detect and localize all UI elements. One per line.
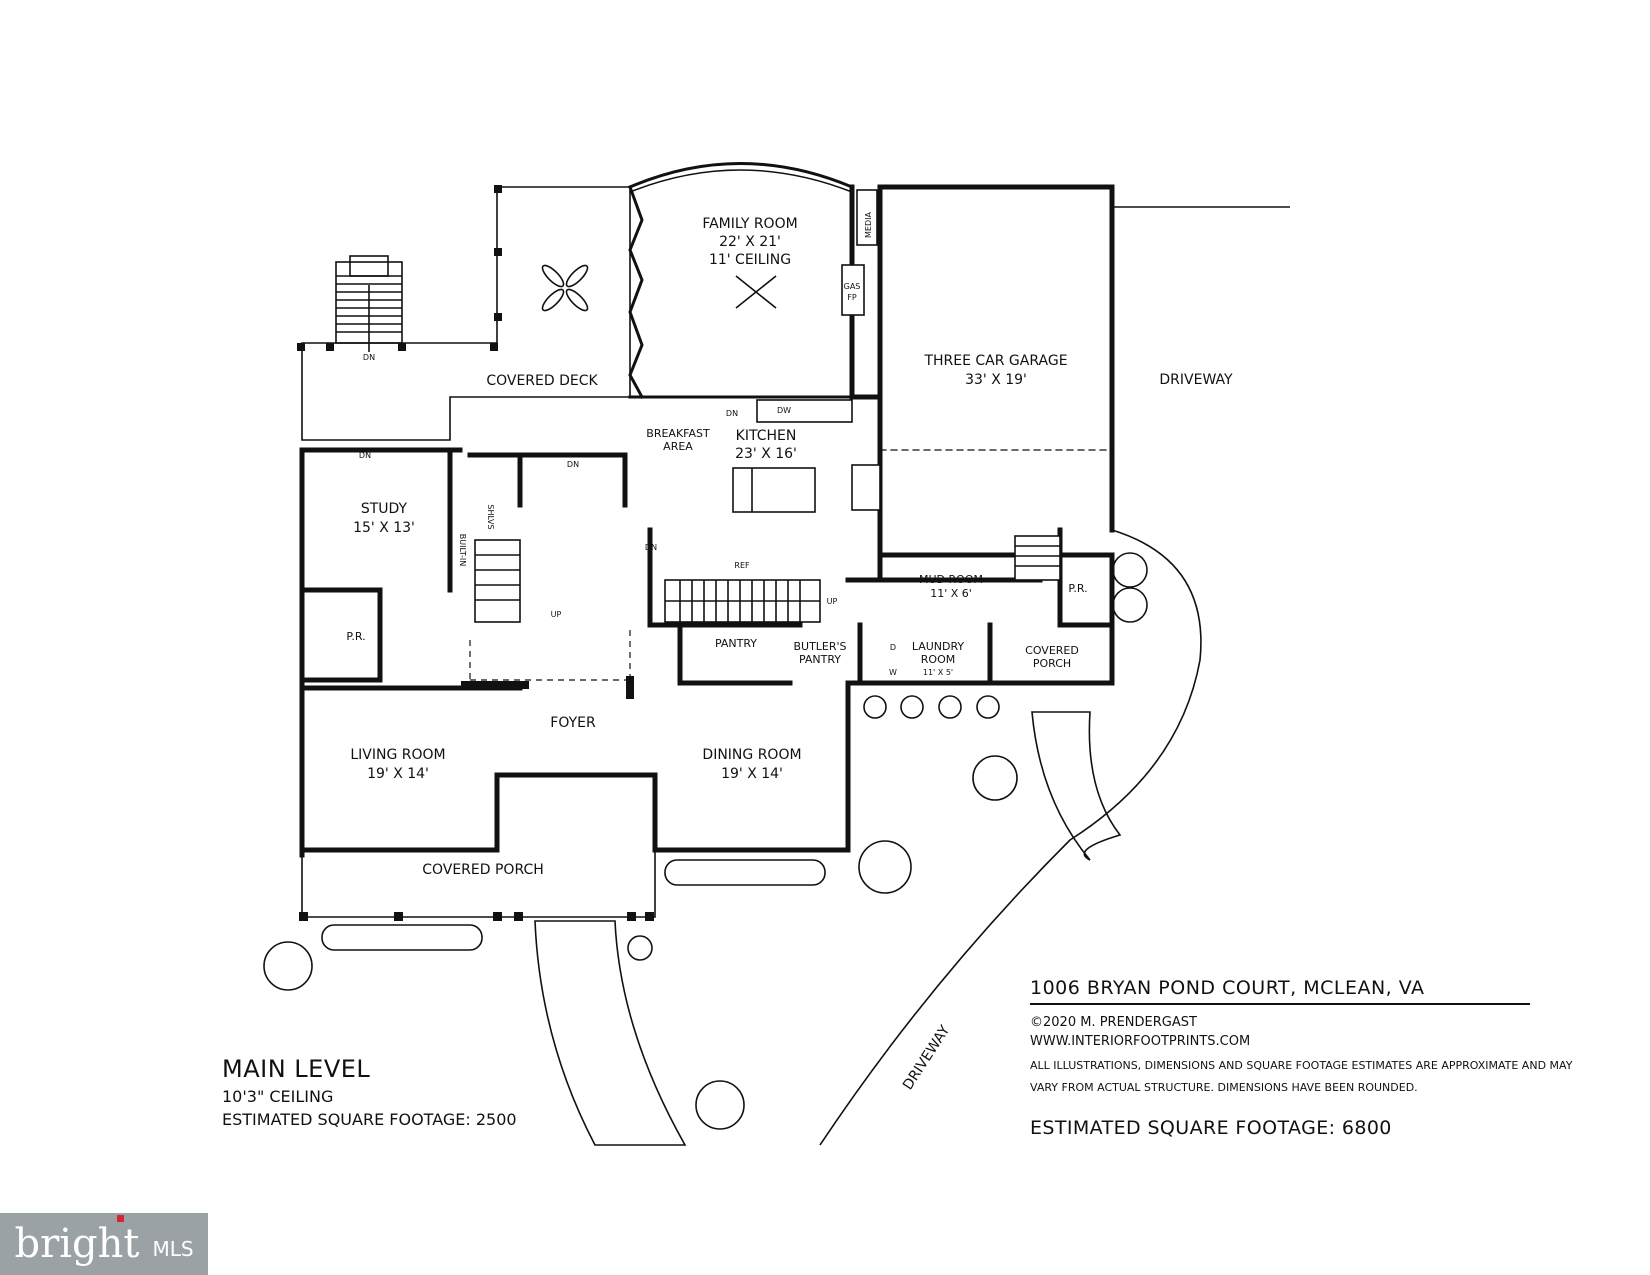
front-porch-label: COVERED PORCH [422, 862, 544, 878]
living-room-label: LIVING ROOM [350, 747, 445, 763]
property-info: 1006 BRYAN POND COURT, MCLEAN, VA ©2020 … [1030, 977, 1572, 1139]
built-in-label: BUILT-IN [458, 534, 467, 566]
laundry-room-label: LAUNDRY [912, 640, 965, 653]
washer-label: W [889, 668, 897, 677]
breakfast-area-label-2: AREA [663, 440, 693, 453]
pantry-label: PANTRY [715, 637, 757, 650]
butlers-pantry-label: BUTLER'S [793, 640, 846, 653]
butlers-pantry-label-2: PANTRY [799, 653, 841, 666]
stairs-up-label-left: UP [551, 610, 562, 619]
dishwasher-label: DW [777, 406, 791, 415]
family-room-size: 22' X 21' [719, 234, 781, 250]
gas-fp-label: GAS [844, 282, 861, 291]
total-sqft: ESTIMATED SQUARE FOOTAGE: 6800 [1030, 1117, 1392, 1139]
refrigerator-label: REF [734, 561, 750, 570]
logo-text: bright [14, 1221, 140, 1267]
stairs-down-label-study: DN [359, 451, 371, 460]
bright-mls-logo: bright MLS [0, 1213, 208, 1275]
living-room-size: 19' X 14' [367, 766, 429, 782]
disclaimer: ALL ILLUSTRATIONS, DIMENSIONS AND SQUARE… [1030, 1059, 1573, 1094]
property-address: 1006 BRYAN POND COURT, MCLEAN, VA [1030, 977, 1530, 1005]
dining-room-label: DINING ROOM [702, 747, 801, 763]
laundry-room-size: 11' X 5' [923, 668, 953, 677]
powder-room-right-label: P.R. [1068, 582, 1087, 595]
stairs-down-label-main: DN [645, 543, 657, 552]
logo-dot-icon [117, 1214, 125, 1222]
family-room-ceiling: 11' CEILING [709, 252, 791, 268]
garage-label: THREE CAR GARAGE [923, 353, 1067, 369]
gas-fp-label-2: FP [847, 293, 857, 302]
dryer-label: D [890, 643, 896, 652]
side-porch-label-2: PORCH [1033, 657, 1071, 670]
openings [469, 630, 631, 681]
shelves-label: SHLVS [486, 504, 495, 529]
covered-deck-area [297, 185, 631, 441]
shrubs [263, 552, 1148, 1130]
kitchen-label: KITCHEN [736, 428, 797, 444]
garage-size: 33' X 19' [965, 372, 1027, 388]
level-sqft: ESTIMATED SQUARE FOOTAGE: 2500 [222, 1110, 517, 1129]
fan-icon [735, 275, 777, 309]
level-ceiling: 10'3" CEILING [222, 1087, 334, 1106]
side-porch-label: COVERED [1025, 644, 1079, 657]
kitchen-fixtures [732, 189, 881, 513]
driveway-lines [819, 206, 1290, 1146]
stairs-down-label-hall: DN [567, 460, 579, 469]
driveway-label-bottom: DRIVEWAY [900, 1022, 954, 1092]
stairs-down-label-kitchen: DN [726, 409, 738, 418]
website: WWW.INTERIORFOOTPRINTS.COM [1030, 1034, 1251, 1049]
copyright: ©2020 M. PRENDERGAST [1030, 1015, 1197, 1030]
room-labels: FAMILY ROOM 22' X 21' 11' CEILING THREE … [346, 216, 1233, 1093]
fixture-labels: MEDIA GAS FP DW REF SHLVS BUILT-IN D W D… [359, 212, 897, 678]
front-walkway [534, 920, 687, 1146]
mud-room-size: 11' X 6' [930, 587, 972, 600]
stairs-down-label-deck: DN [363, 353, 375, 362]
kitchen-size: 23' X 16' [735, 446, 797, 462]
level-title: MAIN LEVEL [222, 1055, 371, 1083]
breakfast-area-label: BREAKFAST [646, 427, 710, 440]
dining-room-size: 19' X 14' [721, 766, 783, 782]
interior-walls [299, 447, 1115, 699]
stairs-up-label-right: UP [827, 597, 838, 606]
covered-deck-label: COVERED DECK [486, 373, 598, 389]
floor-plan: FAMILY ROOM 22' X 21' 11' CEILING THREE … [263, 162, 1290, 1146]
exterior-walls [299, 162, 1115, 858]
main-stairs [474, 535, 1061, 623]
side-walkway [1031, 711, 1122, 861]
driveway-label-right: DRIVEWAY [1159, 372, 1233, 388]
media-label: MEDIA [864, 212, 873, 238]
study-size: 15' X 13' [353, 520, 415, 536]
logo-suffix: MLS [152, 1237, 194, 1261]
foyer-label: FOYER [550, 715, 596, 731]
family-room-label: FAMILY ROOM [702, 216, 797, 232]
laundry-room-label-2: ROOM [921, 653, 955, 666]
mud-room-label: MUD ROOM [919, 573, 983, 586]
study-label: STUDY [361, 501, 408, 517]
powder-room-left-label: P.R. [346, 630, 365, 643]
level-legend: MAIN LEVEL 10'3" CEILING ESTIMATED SQUAR… [222, 1055, 517, 1129]
